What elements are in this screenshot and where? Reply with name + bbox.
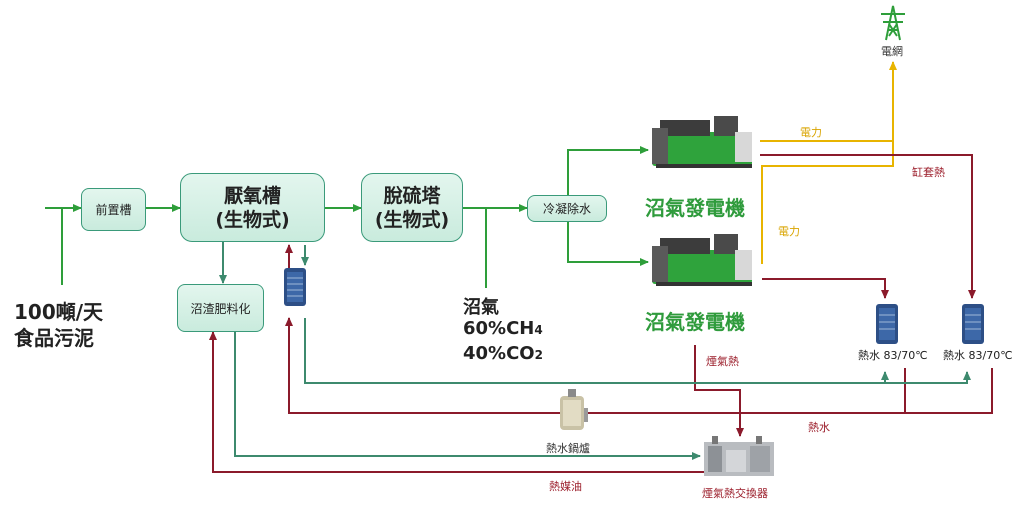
anaerobic-label-2: (生物式) [215,208,290,231]
co2-text: 40%CO [463,343,535,364]
jacket-heat-line [760,154,976,299]
condense-label: 冷凝除水 [542,202,591,216]
fertilizer-label: 沼渣肥料化 [190,301,251,316]
desulf-label-1: 脫硫塔 [383,184,441,207]
hot-water-temp-1: 熱水 83/70℃ [858,349,928,362]
exchanger-label: 煙氣熱交換器 [702,487,768,500]
jacket-heat-label: 缸套熱 [912,166,945,179]
generator-icon [652,116,752,168]
input-amount: 100噸/天 [14,300,104,324]
exhaust-heat-label: 煙氣熱 [706,355,739,368]
power-line-gen1 [760,61,897,142]
hot-water-temp-2: 熱水 83/70℃ [943,349,1013,362]
boiler-label: 熱水鍋爐 [546,442,590,455]
grid-label: 電網 [881,45,903,58]
fertilizer-to-exchanger [234,332,701,460]
plate-heat-exchanger-icon [962,304,984,344]
condense-box: 冷凝除水 [527,195,607,222]
desulf-label-2: (生物式) [374,208,450,231]
plate-heat-exchanger-icon [284,268,306,306]
flow-condense-to-gen1 [567,146,649,195]
thermal-oil-label: 熱媒油 [549,480,582,493]
co2-subscript: 2 [534,348,543,362]
power-line-gen2 [761,141,894,264]
anaerobic-label-1: 厭氧槽 [223,184,281,207]
hot-water-supply [304,318,971,384]
hot-water-return-2 [285,317,993,414]
co2-label: 40%CO2 [463,343,543,364]
power-tower-icon [881,5,905,41]
generator-2-label: 沼氣發電機 [645,310,745,334]
power-label-2: 電力 [778,225,800,238]
anaerobic-tank-box: 厭氧槽 (生物式) [180,173,325,242]
ch4-text: 60%CH [463,318,535,339]
biogas-label: 沼氣 [463,297,499,318]
generator-icon [652,234,752,286]
generator-1-label: 沼氣發電機 [645,196,745,220]
thermal-oil-line [209,331,705,473]
pretank-box: 前置槽 [81,188,146,231]
fertilizer-box: 沼渣肥料化 [177,284,264,332]
ch4-subscript: 4 [534,323,543,337]
input-material: 食品污泥 [14,326,94,350]
plate-heat-exchanger-icon [876,304,898,344]
hot-water-label: 熱水 [808,421,830,434]
desulfurization-tower-box: 脫硫塔 (生物式) [361,173,463,242]
flow-condense-to-gens [567,222,649,266]
jacket-heat-line-2 [762,278,889,299]
pretank-label: 前置槽 [95,203,132,217]
exchanger-icon [704,436,774,476]
ch4-label: 60%CH4 [463,318,543,339]
boiler-icon [560,389,588,430]
power-label-1: 電力 [800,126,822,139]
